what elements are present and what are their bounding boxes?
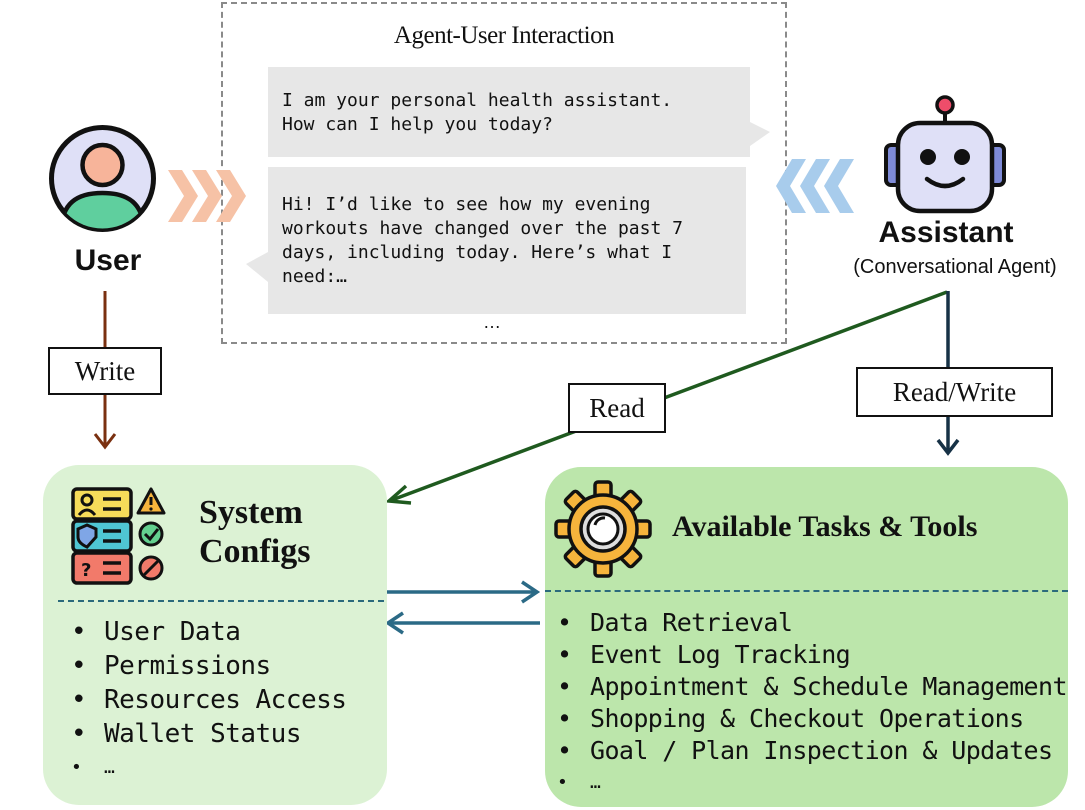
system-configs-panel: ? System Configs User Data Permissions R… bbox=[43, 465, 387, 805]
user-bubble-tail bbox=[246, 252, 268, 282]
list-item: … bbox=[71, 751, 346, 785]
configs-to-tools-arrow bbox=[387, 580, 541, 604]
interaction-box: Agent-User Interaction I am your persona… bbox=[221, 2, 787, 344]
list-item: User Data bbox=[71, 615, 346, 649]
list-item: … bbox=[557, 767, 1067, 799]
read-edge-label: Read bbox=[568, 383, 666, 433]
tasks-tools-list: Data Retrieval Event Log Tracking Appoin… bbox=[557, 607, 1068, 799]
system-configs-title-line2: Configs bbox=[199, 533, 311, 570]
list-item: Shopping & Checkout Operations bbox=[557, 703, 1067, 735]
system-configs-title: System Configs bbox=[199, 493, 310, 571]
list-item: Event Log Tracking bbox=[557, 639, 1067, 671]
list-item: Goal / Plan Inspection & Updates bbox=[557, 735, 1067, 767]
user-message-bubble: Hi! I’d like to see how my evening worko… bbox=[268, 167, 746, 314]
list-item: Wallet Status bbox=[71, 717, 346, 751]
assistant-message-bubble: I am your personal health assistant. How… bbox=[268, 67, 750, 157]
list-item: Appointment & Schedule Management bbox=[557, 671, 1068, 703]
chevron-left-icon bbox=[776, 159, 854, 213]
list-item: Data Retrieval bbox=[557, 607, 1067, 639]
assistant-sublabel: (Conversational Agent) bbox=[853, 256, 1057, 278]
write-edge-label: Write bbox=[48, 347, 162, 395]
assistant-bubble-tail bbox=[750, 122, 770, 146]
chevron-right-icon bbox=[168, 170, 246, 222]
list-item: Permissions bbox=[71, 649, 346, 683]
svg-text:?: ? bbox=[81, 560, 91, 581]
system-configs-list: User Data Permissions Resources Access W… bbox=[71, 615, 347, 785]
robot-icon bbox=[884, 95, 1006, 214]
tasks-tools-title: Available Tasks & Tools bbox=[672, 510, 978, 543]
list-item: Resources Access bbox=[71, 683, 347, 717]
tools-to-configs-arrow bbox=[384, 611, 540, 635]
checklist-icon: ? bbox=[71, 487, 166, 585]
tasks-tools-divider bbox=[545, 590, 1068, 592]
tasks-tools-panel: Available Tasks & Tools Data Retrieval E… bbox=[545, 467, 1068, 807]
interaction-title: Agent-User Interaction bbox=[393, 22, 615, 49]
system-configs-divider bbox=[58, 600, 384, 602]
user-label: User bbox=[74, 244, 142, 277]
assistant-label: Assistant bbox=[878, 216, 1014, 249]
read-write-edge-label: Read/Write bbox=[856, 367, 1053, 417]
user-avatar-icon bbox=[49, 125, 156, 232]
system-configs-title-line1: System bbox=[199, 494, 303, 531]
interaction-ellipsis: … bbox=[483, 312, 501, 332]
gear-icon bbox=[554, 480, 652, 578]
